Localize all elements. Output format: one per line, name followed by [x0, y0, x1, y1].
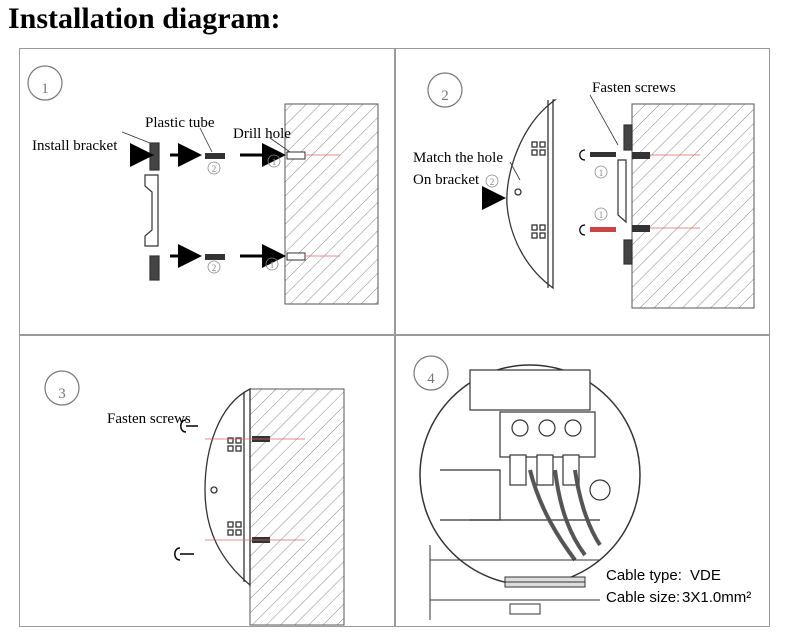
thermostat-device	[506, 99, 558, 290]
step-circle-4	[413, 355, 449, 391]
label-match-the-hole: Match the hole	[413, 150, 503, 166]
screw-icon	[579, 149, 586, 161]
label-fasten-screws: Fasten screws	[107, 411, 191, 427]
label-cable-size: Cable size:	[606, 589, 680, 606]
step-circle-2	[427, 72, 463, 108]
panel-3-drawing: 3 Fasten screws	[44, 370, 345, 626]
label-drill-hole: Drill hole	[233, 126, 291, 142]
marker: 1	[599, 210, 604, 220]
panel-step-3	[19, 335, 395, 627]
panel-step-2	[395, 48, 770, 335]
wall	[249, 388, 345, 626]
label-cable-type: Cable type:	[606, 567, 682, 584]
step-circle-3	[44, 370, 80, 406]
panel-1-drawing: 1 2 1 2 1 I	[27, 65, 379, 305]
marker: 2	[212, 164, 217, 174]
mounting-bracket	[144, 142, 160, 281]
value-cable-type: VDE	[690, 567, 721, 584]
screw-icon	[174, 547, 181, 561]
step-number-1: 1	[41, 81, 49, 97]
step-number-4: 4	[427, 371, 435, 387]
marker: 1	[272, 157, 277, 167]
page-title: Installation diagram:	[8, 2, 281, 35]
plastic-tube-lower	[205, 254, 225, 260]
step-number-2: 2	[441, 88, 449, 104]
mounting-bracket	[617, 124, 633, 265]
marker: 1	[599, 168, 604, 178]
panel-step-4	[395, 335, 770, 627]
drill-hole-upper	[286, 151, 306, 160]
step-number-3: 3	[58, 386, 66, 402]
marker: 2	[212, 263, 217, 273]
panel-2-drawing: 2 1 1	[413, 72, 755, 309]
drill-hole-lower	[286, 252, 306, 261]
value-cable-size: 3X1.0mm²	[682, 589, 751, 606]
plastic-tube-upper	[205, 153, 225, 159]
step-circle-1	[27, 65, 63, 101]
cables	[528, 469, 602, 562]
screw-icon	[180, 419, 187, 433]
thermostat-device	[204, 387, 251, 587]
label-fasten-screws: Fasten screws	[592, 80, 676, 96]
panel-step-1	[19, 48, 395, 335]
wall	[284, 103, 379, 305]
marker: 2	[490, 177, 495, 187]
panel-4-drawing: 4 Cable type: VDE	[413, 355, 751, 620]
wall	[631, 103, 755, 309]
label-plastic-tube: Plastic tube	[145, 115, 215, 131]
terminal-block	[440, 369, 611, 521]
cable-strip-drawing	[429, 545, 600, 620]
screw-icon	[579, 224, 586, 236]
marker: 1	[270, 260, 275, 270]
label-install-bracket: Install bracket	[32, 138, 118, 154]
label-on-bracket: On bracket	[413, 172, 480, 188]
